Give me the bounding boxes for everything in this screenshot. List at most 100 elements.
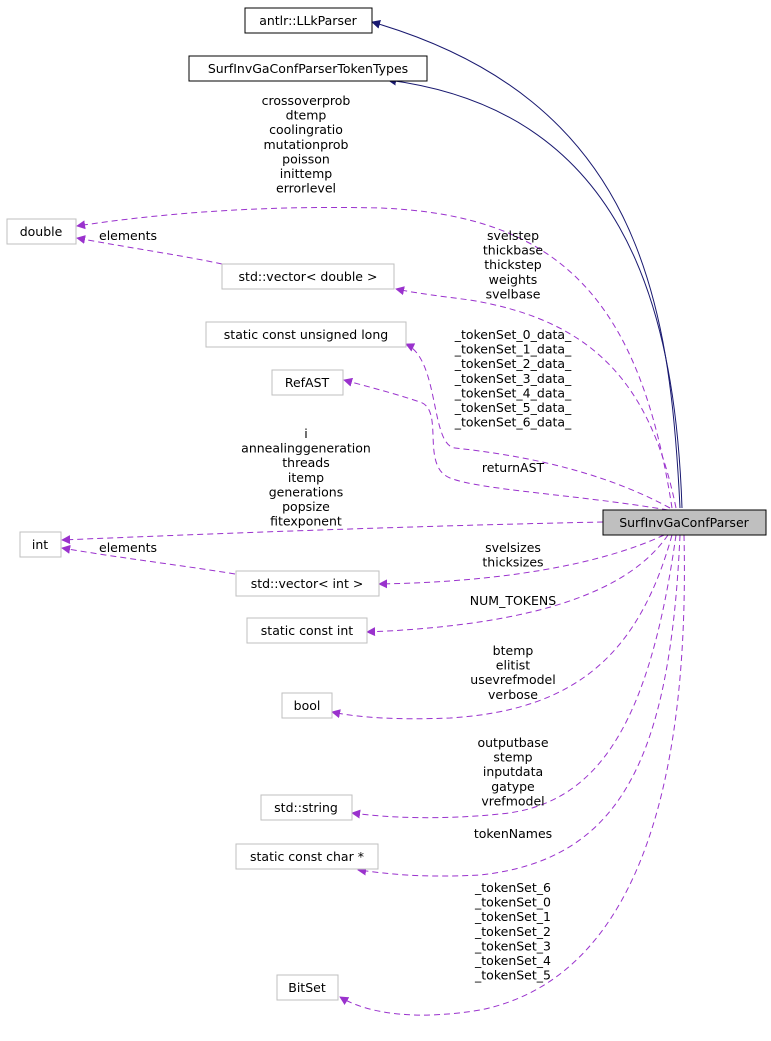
node-llkparser[interactable]: antlr::LLkParser [244,7,373,34]
label-refast-members-line: returnAST [482,460,545,475]
label-vector-double-members-line: weights [489,272,538,287]
node-tokentypes[interactable]: SurfInvGaConfParserTokenTypes [188,55,428,82]
label-double-members-line: coolingratio [269,122,343,137]
label-ulong-members-line: _tokenSet_0_data_ [454,327,572,342]
label-const-char-members-line: tokenNames [474,826,552,841]
node-const-char[interactable]: static const char * [235,843,379,870]
edge-inherit-llkparser [371,19,681,509]
label-ulong-members-line: _tokenSet_2_data_ [454,356,572,371]
svg-text:antlr::LLkParser: antlr::LLkParser [259,13,357,28]
node-vector-double[interactable]: std::vector< double > [221,263,395,290]
node-vector-int[interactable]: std::vector< int > [235,570,380,597]
edge-vector-double-elements [76,235,223,265]
svg-text:static const int: static const int [261,623,354,638]
label-bitset-members-line: _tokenSet_0 [474,895,551,910]
edge-vector-double [395,286,677,509]
label-string-members-line: inputdata [483,764,543,779]
label-bool-members-line: usevrefmodel [470,672,555,687]
label-int-elements: elements [99,540,157,555]
svg-text:std::string: std::string [274,800,338,815]
label-int-members-line: itemp [288,470,324,485]
node-refast[interactable]: RefAST [271,369,344,396]
edge-const-int [366,534,669,637]
label-const-int-members-line: NUM_TOKENS [470,593,556,608]
label-int-members-line: generations [269,484,344,499]
label-int-members-line: annealinggeneration [241,441,371,456]
edge-inherit-tokentypes [387,76,683,509]
node-bool[interactable]: bool [281,692,333,719]
label-vector-int-members-line: thicksizes [482,555,543,570]
svg-text:int: int [32,537,48,552]
node-double[interactable]: double [6,218,77,245]
label-bool-members-line: btemp [493,643,534,658]
label-double-members-line: mutationprob [264,137,349,152]
label-ulong-members-line: _tokenSet_4_data_ [454,385,572,400]
label-ulong-members-line: _tokenSet_3_data_ [454,371,572,386]
node-ulong[interactable]: static const unsigned long [205,321,407,348]
edge-bitset [339,534,685,1016]
label-double-elements: elements [99,228,157,243]
label-double-members-line: errorlevel [276,181,336,196]
label-string-members-line: outputbase [477,735,548,750]
edge-ulong [405,343,671,509]
label-bitset-members-line: _tokenSet_3 [474,938,551,953]
node-string[interactable]: std::string [260,794,353,821]
edge-bool [331,534,673,720]
edge-int [61,521,604,545]
label-bitset-members-line: _tokenSet_5 [474,968,551,983]
node-bitset[interactable]: BitSet [276,974,339,1001]
label-ulong-members: _tokenSet_0_data__tokenSet_1_data__token… [454,327,572,430]
svg-text:SurfInvGaConfParser: SurfInvGaConfParser [619,515,749,530]
label-int-members-line: popsize [282,499,330,514]
label-double-members-line: dtemp [286,108,327,123]
label-ulong-members-line: _tokenSet_6_data_ [454,415,572,430]
edge-refast [343,377,669,511]
svg-text:static const char *: static const char * [250,849,364,864]
label-int-members-line: fitexponent [270,514,342,529]
label-double-members-line: poisson [282,151,330,166]
label-bitset-members-line: _tokenSet_1 [474,909,551,924]
label-vector-double-members-line: thickbase [483,243,544,258]
label-vector-double-members-line: thickstep [484,257,542,272]
label-bitset-members-line: _tokenSet_4 [474,953,551,968]
label-string-members-line: gatype [491,779,535,794]
svg-text:double: double [20,224,63,239]
edge-vector-int [378,534,665,589]
svg-text:RefAST: RefAST [285,375,330,390]
label-vector-double-members-line: svelstep [487,228,539,243]
label-refast-members: returnAST [482,460,545,475]
svg-text:std::vector< double >: std::vector< double > [239,269,378,284]
edge-const-char [357,534,681,877]
label-vector-double-members-line: svelbase [486,286,541,301]
label-bool-members-line: elitist [496,658,531,673]
label-int-members-line: i [304,426,307,441]
svg-text:std::vector< int >: std::vector< int > [251,576,364,591]
svg-text:bool: bool [294,698,321,713]
svg-text:static const unsigned long: static const unsigned long [224,327,388,342]
label-const-char-members: tokenNames [474,826,552,841]
node-main-class[interactable]: SurfInvGaConfParser [602,509,767,536]
label-string-members-line: stemp [493,750,532,765]
label-bitset-members-line: _tokenSet_6 [474,880,551,895]
label-double-members-line: inittemp [280,166,333,181]
svg-text:SurfInvGaConfParserTokenTypes: SurfInvGaConfParserTokenTypes [208,61,408,76]
node-int[interactable]: int [19,531,62,558]
node-const-int[interactable]: static const int [246,617,368,644]
label-bitset-members-line: _tokenSet_2 [474,924,551,939]
label-ulong-members-line: _tokenSet_1_data_ [454,342,572,357]
label-double-members-line: crossoverprob [262,93,351,108]
edge-double [76,206,673,509]
label-bitset-members: _tokenSet_6_tokenSet_0_tokenSet_1_tokenS… [474,880,551,983]
label-bool-members-line: verbose [488,687,538,702]
label-string-members-line: vrefmodel [481,793,544,808]
label-const-int-members: NUM_TOKENS [470,593,556,608]
label-ulong-members-line: _tokenSet_5_data_ [454,400,572,415]
label-int-members-line: threads [282,455,330,470]
